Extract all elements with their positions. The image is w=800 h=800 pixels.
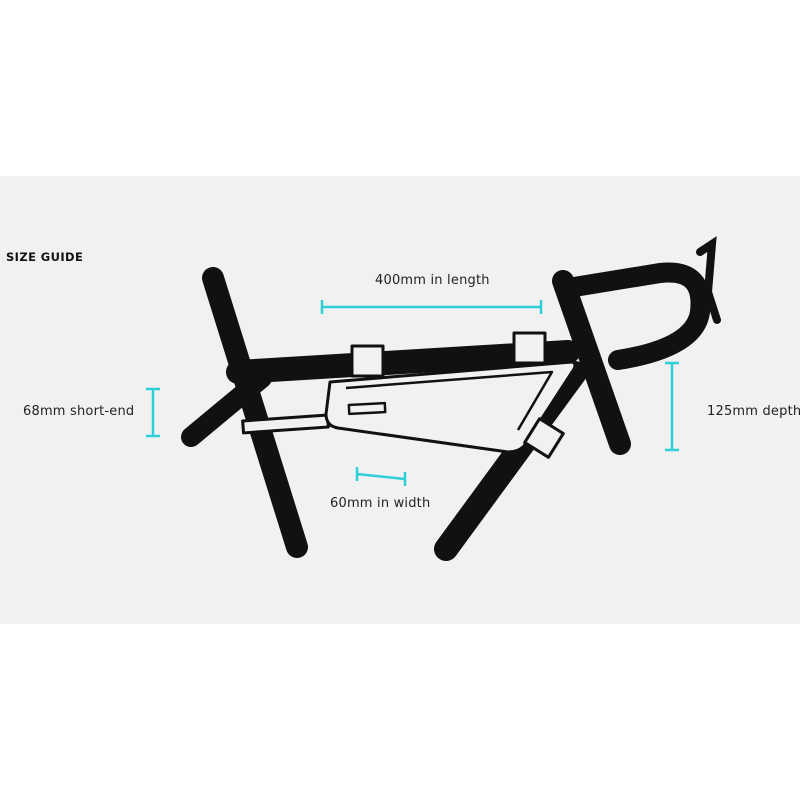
length-label: 400mm in length: [375, 273, 490, 288]
down-tube-strap: [523, 417, 565, 459]
handlebar: [558, 262, 711, 370]
depth-marker: [665, 361, 679, 452]
zip-pocket: [347, 401, 387, 416]
width-marker: [355, 467, 407, 486]
bag-seam: [345, 370, 554, 431]
top-strap-1: [350, 344, 385, 378]
length-marker: [320, 300, 543, 314]
seat-stay: [181, 368, 272, 447]
top-strap-2: [512, 331, 547, 365]
head-tube: [552, 270, 631, 455]
short-end-marker: [146, 387, 160, 438]
frame-bag: [241, 331, 577, 459]
measure-lines: [146, 300, 679, 486]
width-label: 60mm in width: [330, 496, 431, 511]
size-guide-title: SIZE GUIDE: [6, 250, 84, 264]
depth-label: 125mm depth: [707, 404, 800, 419]
seat-tube: [202, 267, 308, 558]
short-end-label: 68mm short-end: [23, 404, 135, 419]
brake-lever: [696, 236, 721, 324]
